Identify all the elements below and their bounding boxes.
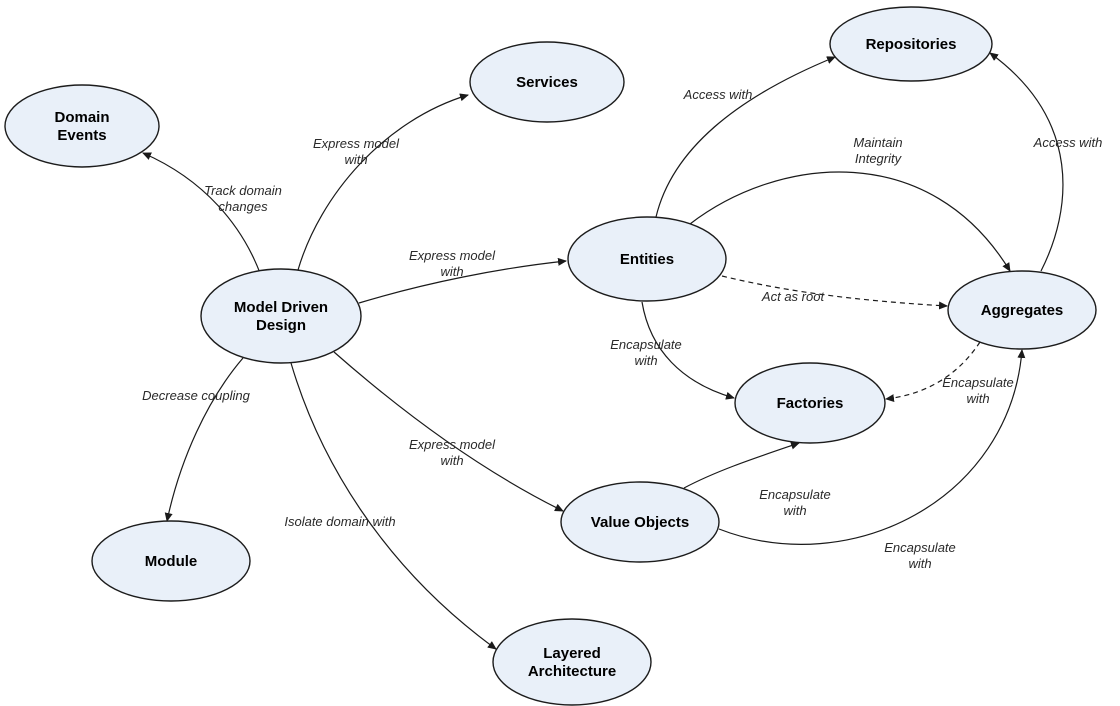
- edge-label-line: Access with: [1033, 135, 1103, 150]
- node-label: Value Objects: [591, 514, 689, 531]
- edge-label-line: with: [440, 453, 463, 468]
- edge-label-line: with: [783, 503, 806, 518]
- edge-label-line: Encapsulate: [884, 540, 956, 555]
- node-label-line: Value Objects: [591, 514, 689, 531]
- node-label: Services: [516, 74, 578, 91]
- edge-maintain-integrity: [689, 171, 1011, 272]
- edge-label-line: Maintain: [853, 135, 902, 150]
- node-entities: Entities: [567, 216, 727, 302]
- edge-decrease-coupling: [164, 357, 244, 522]
- node-ellipse: [567, 216, 727, 302]
- edge-label-line: Decrease coupling: [142, 388, 250, 403]
- edge-label-isolate-domain-with: Isolate domain with: [284, 514, 395, 529]
- edge-encapsulate-value-objects-factories: [683, 441, 800, 489]
- edge-label-line: with: [440, 264, 463, 279]
- edge-label-line: Act as root: [761, 289, 826, 304]
- node-ellipse: [829, 6, 993, 82]
- edge-isolate-domain-with: [290, 362, 497, 650]
- edge-track-domain-changes: [142, 152, 261, 274]
- node-label-line: Layered: [543, 645, 601, 662]
- edge-label-line: Encapsulate: [610, 337, 682, 352]
- node-label: Entities: [620, 251, 674, 268]
- node-module: Module: [91, 520, 251, 602]
- edge-express-model-with-entities: [358, 257, 567, 304]
- node-label-line: Model Driven: [234, 299, 328, 316]
- edge-label-line: Access with: [683, 87, 753, 102]
- node-label-line: Domain: [54, 109, 109, 126]
- node-ellipse: [200, 268, 362, 364]
- node-label-line: Design: [256, 317, 306, 334]
- node-aggregates: Aggregates: [947, 270, 1097, 350]
- node-ellipse: [4, 84, 160, 168]
- node-ellipse: [492, 618, 652, 706]
- node-services: Services: [469, 41, 625, 123]
- edge-label-line: Encapsulate: [759, 487, 831, 502]
- edge-encapsulate-entities-factories: [641, 301, 735, 400]
- node-ellipse: [560, 481, 720, 563]
- edge-encapsulate-aggregates-factories: [885, 341, 981, 403]
- edge-label-line: Express model: [313, 136, 400, 151]
- edge-label-access-with-aggregates-repositories: Access with: [1033, 135, 1103, 150]
- edge-label-line: Express model: [409, 437, 496, 452]
- edge-label-act-as-root: Act as root: [761, 289, 826, 304]
- edge-express-model-with-value-objects: [333, 351, 564, 512]
- node-label: Repositories: [866, 36, 957, 53]
- node-ellipse: [469, 41, 625, 123]
- node-value-objects: Value Objects: [560, 481, 720, 563]
- node-ellipse: [947, 270, 1097, 350]
- node-label-line: Module: [145, 553, 198, 570]
- node-ellipse: [734, 362, 886, 444]
- node-label-line: Architecture: [528, 663, 616, 680]
- edge-label-decrease-coupling: Decrease coupling: [142, 388, 250, 403]
- node-factories: Factories: [734, 362, 886, 444]
- edge-label-line: Isolate domain with: [284, 514, 395, 529]
- node-ellipse: [91, 520, 251, 602]
- edge-label-line: Integrity: [855, 151, 903, 166]
- edge-label-line: Encapsulate: [942, 375, 1014, 390]
- node-label: Factories: [777, 395, 844, 412]
- edge-access-with-entities-repositories: [655, 56, 836, 218]
- edge-access-with-aggregates-repositories: [989, 52, 1064, 272]
- node-label-line: Repositories: [866, 36, 957, 53]
- node-label: Module: [145, 553, 198, 570]
- edge-express-model-with-services: [297, 93, 469, 271]
- edge-label-line: changes: [218, 199, 268, 214]
- node-label-line: Services: [516, 74, 578, 91]
- node-label-line: Entities: [620, 251, 674, 268]
- edge-label-line: with: [908, 556, 931, 571]
- edge-label-line: with: [344, 152, 367, 167]
- node-label: Aggregates: [981, 302, 1064, 319]
- node-label-line: Events: [57, 127, 106, 144]
- edge-encapsulate-value-objects-aggregates: [718, 349, 1026, 545]
- edge-act-as-root: [721, 275, 948, 310]
- edge-label-line: with: [966, 391, 989, 406]
- node-label-line: Factories: [777, 395, 844, 412]
- edge-label-line: with: [634, 353, 657, 368]
- node-label-line: Aggregates: [981, 302, 1064, 319]
- node-repositories: Repositories: [829, 6, 993, 82]
- edge-label-line: Track domain: [204, 183, 282, 198]
- edge-label-access-with-entities-repositories: Access with: [683, 87, 753, 102]
- edge-label-line: Express model: [409, 248, 496, 263]
